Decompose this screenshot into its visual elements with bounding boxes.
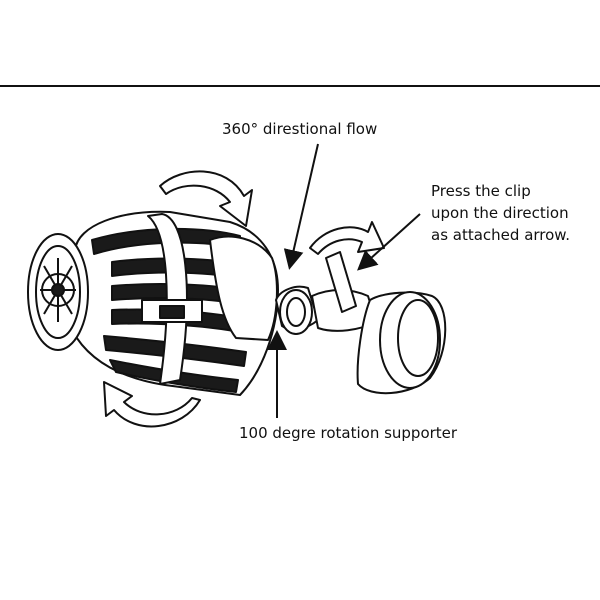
clip-curved-arrow — [309, 221, 385, 255]
flow-label: 360° direstional flow — [222, 120, 377, 138]
rotation-label: 100 degre rotation supporter — [239, 424, 458, 442]
pump-body — [27, 210, 279, 396]
rotation-arrows — [103, 170, 385, 428]
clip-label-line1: Press the clip — [431, 182, 531, 200]
leader-lines — [267, 143, 421, 418]
clip-label-line2: upon the direction — [431, 204, 569, 222]
clip-label-line3: as attached arrow. — [431, 226, 570, 244]
top-curved-arrow — [159, 170, 253, 227]
bottom-curved-arrow — [103, 381, 201, 428]
flow-leader — [283, 143, 319, 270]
clip-leader — [357, 213, 421, 271]
suction-mount — [275, 251, 447, 395]
